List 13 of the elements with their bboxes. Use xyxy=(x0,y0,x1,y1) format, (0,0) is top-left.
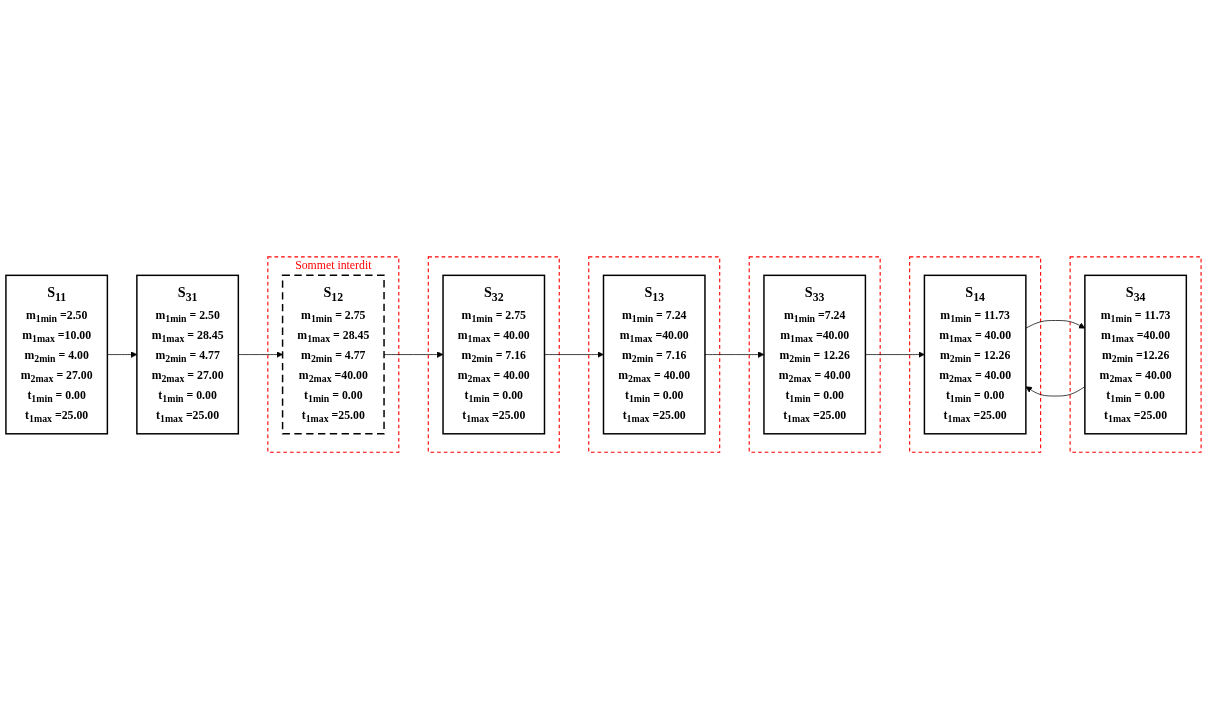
node-box: S$_{31}$ m$_{1min}$ = 2.50 m$_{1max}$ = 28.45 m$_{2min}$ = 4.77 m$_{2max}$ = 27.00 t$_{1min}$ = 0.00 t$_{1max}$ =25.00 xyxy=(136,274,240,435)
node-box: S$_{12}$ m$_{1min}$ = 2.75 m$_{1max}$ = 28.45 m$_{2min}$ = 4.77 m$_{2max}$ =40.00 t$_{1min}$ = 0.00 t$_{1max}$ =25.00 xyxy=(281,274,385,435)
node-box: S$_{33}$ m$_{1min}$ =7.24 m$_{1max}$ =40.00 m$_{2min}$ = 12.26 m$_{2max}$ = 40.00 t$_{1min}$ = 0.00 t$_{1max}$ =25.00 xyxy=(763,274,867,435)
cluster xyxy=(427,256,560,453)
node-box: S$_{14}$ m$_{1min}$ = 11.73 m$_{1max}$ = 40.00 m$_{2min}$ = 12.26 m$_{2max}$ = 40.00 t$_{1min}$ = 0.00 t$_{1max}$ =25.00 xyxy=(923,274,1027,435)
cluster xyxy=(748,256,881,453)
cluster xyxy=(1069,256,1202,453)
node-box: S$_{34}$ m$_{1min}$ = 11.73 m$_{1max}$ =40.00 m$_{2min}$ =12.26 m$_{2max}$ = 40.00 t$_{1min}$ = 0.00 t$_{1max}$ =25.00 xyxy=(1084,274,1188,435)
node-box: S$_{11}$ m$_{1min}$ =2.50 m$_{1max}$ =10.00 m$_{2min}$ = 4.00 m$_{2max}$ = 27.00 t$_{1min}$ = 0.00 t$_{1max}$ =25.00 xyxy=(5,274,109,435)
node-box: S$_{13}$ m$_{1min}$ = 7.24 m$_{1max}$ =40.00 m$_{2min}$ = 7.16 m$_{2max}$ = 40.00 t$_{1min}$ = 0.00 t$_{1max}$ =25.00 xyxy=(602,274,706,435)
node-box: S$_{32}$ m$_{1min}$ = 2.75 m$_{1max}$ = 40.00 m$_{2min}$ = 7.16 m$_{2max}$ = 40.00 t$_{1min}$ = 0.00 t$_{1max}$ =25.00 xyxy=(442,274,546,435)
cluster xyxy=(588,256,721,453)
cluster xyxy=(909,256,1042,453)
